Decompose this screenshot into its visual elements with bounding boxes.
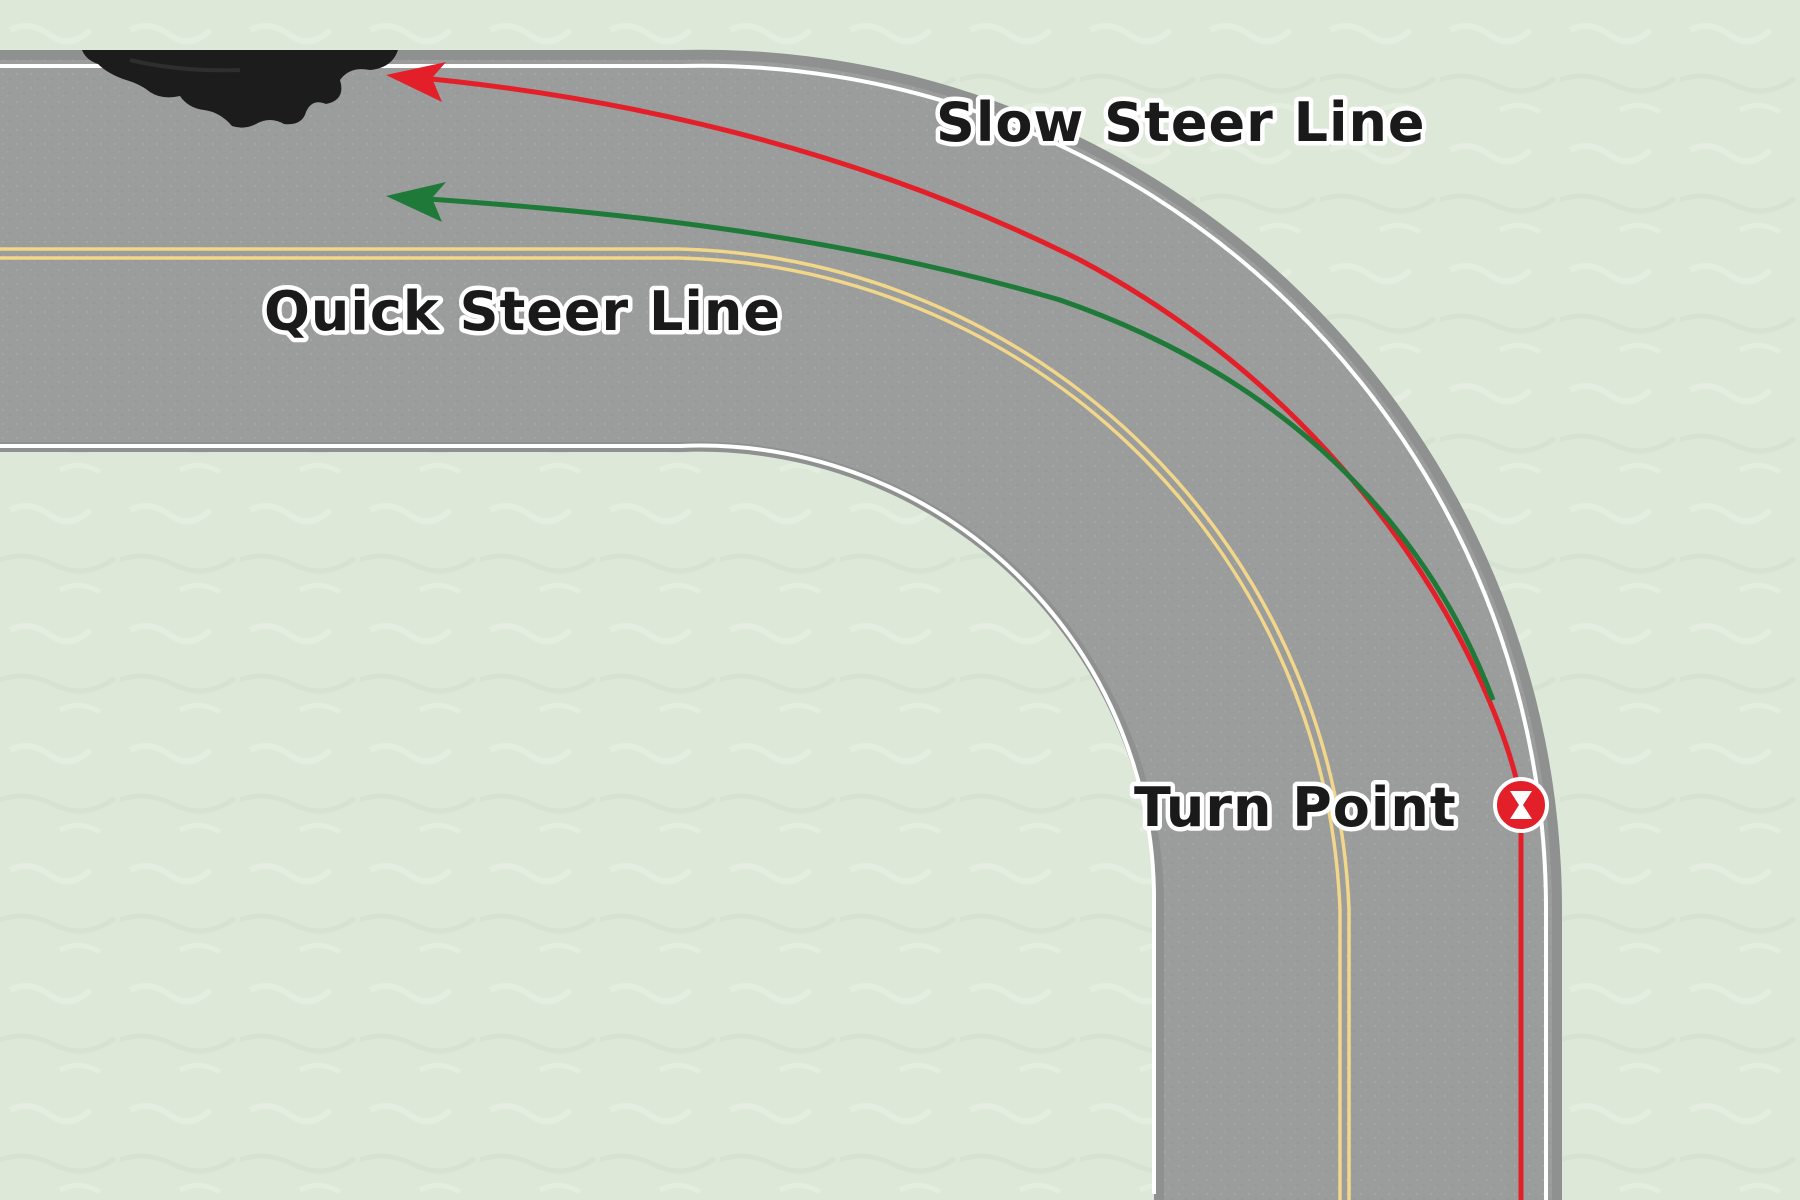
oil-slick-icon bbox=[82, 50, 398, 128]
road-edge-inner bbox=[0, 443, 1157, 1194]
slow-steer-label: Slow Steer Line bbox=[936, 91, 1426, 154]
turn-point-label: Turn Point bbox=[1134, 776, 1457, 839]
oil-slick-sheen bbox=[129, 58, 241, 73]
road-edge-outer bbox=[0, 63, 1548, 1200]
hourglass-marker-icon bbox=[1510, 791, 1532, 819]
slow-steer-arrow-icon bbox=[386, 62, 446, 102]
quick-steer-line bbox=[399, 194, 1496, 701]
quick-steer-arrow-icon bbox=[386, 182, 446, 222]
center-line-1 bbox=[0, 247, 1351, 1200]
center-line-2 bbox=[0, 256, 1342, 1200]
slow-steer-line bbox=[399, 73, 1524, 1200]
turn-point-marker bbox=[1493, 777, 1549, 833]
quick-steer-label: Quick Steer Line bbox=[264, 280, 781, 343]
